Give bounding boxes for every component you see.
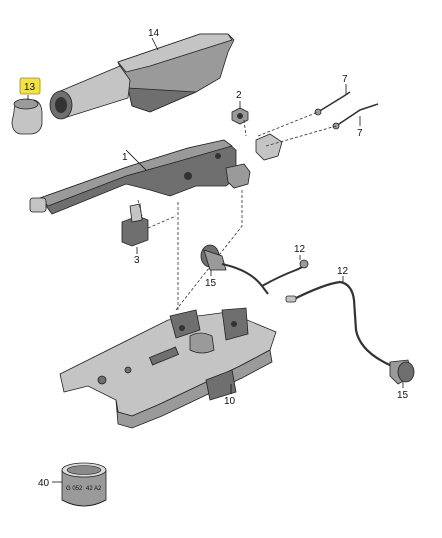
callout-2: 2 <box>236 90 242 101</box>
part-10-mounting-bracket <box>59 307 277 429</box>
callout-12-upper: 12 <box>294 244 306 255</box>
ring-text-left: G 052 <box>66 486 83 492</box>
ring-text-right: 42 A2 <box>86 486 102 492</box>
assembly-lines <box>137 111 337 311</box>
callout-3: 3 <box>134 255 140 266</box>
part-1-handbrake-lever <box>29 133 283 215</box>
part-40-ring: G 052 42 A2 <box>52 462 107 507</box>
callout-15-right: 15 <box>397 390 409 401</box>
part-15-grommet-right <box>389 359 415 388</box>
part-14-lever-cover <box>49 33 235 120</box>
part-13-end-cap <box>11 95 43 135</box>
callout-1: 1 <box>122 152 128 163</box>
callout-13: 13 <box>24 82 36 93</box>
callout-12-right: 12 <box>337 266 349 277</box>
part-12-cable-left <box>221 255 309 295</box>
part-3-switch <box>121 203 149 254</box>
part-12-cable-right <box>285 276 393 368</box>
callout-40: 40 <box>38 478 50 489</box>
part-2-nut <box>231 101 249 125</box>
callout-10: 10 <box>224 396 236 407</box>
part-13-highlight <box>19 77 41 95</box>
callout-7-top: 7 <box>342 74 348 85</box>
callout-7-bottom: 7 <box>357 128 363 139</box>
part-7-cables <box>314 84 379 130</box>
callout-14: 14 <box>148 28 160 39</box>
part-15-grommet-left <box>200 244 227 276</box>
callout-15-left: 15 <box>205 278 217 289</box>
